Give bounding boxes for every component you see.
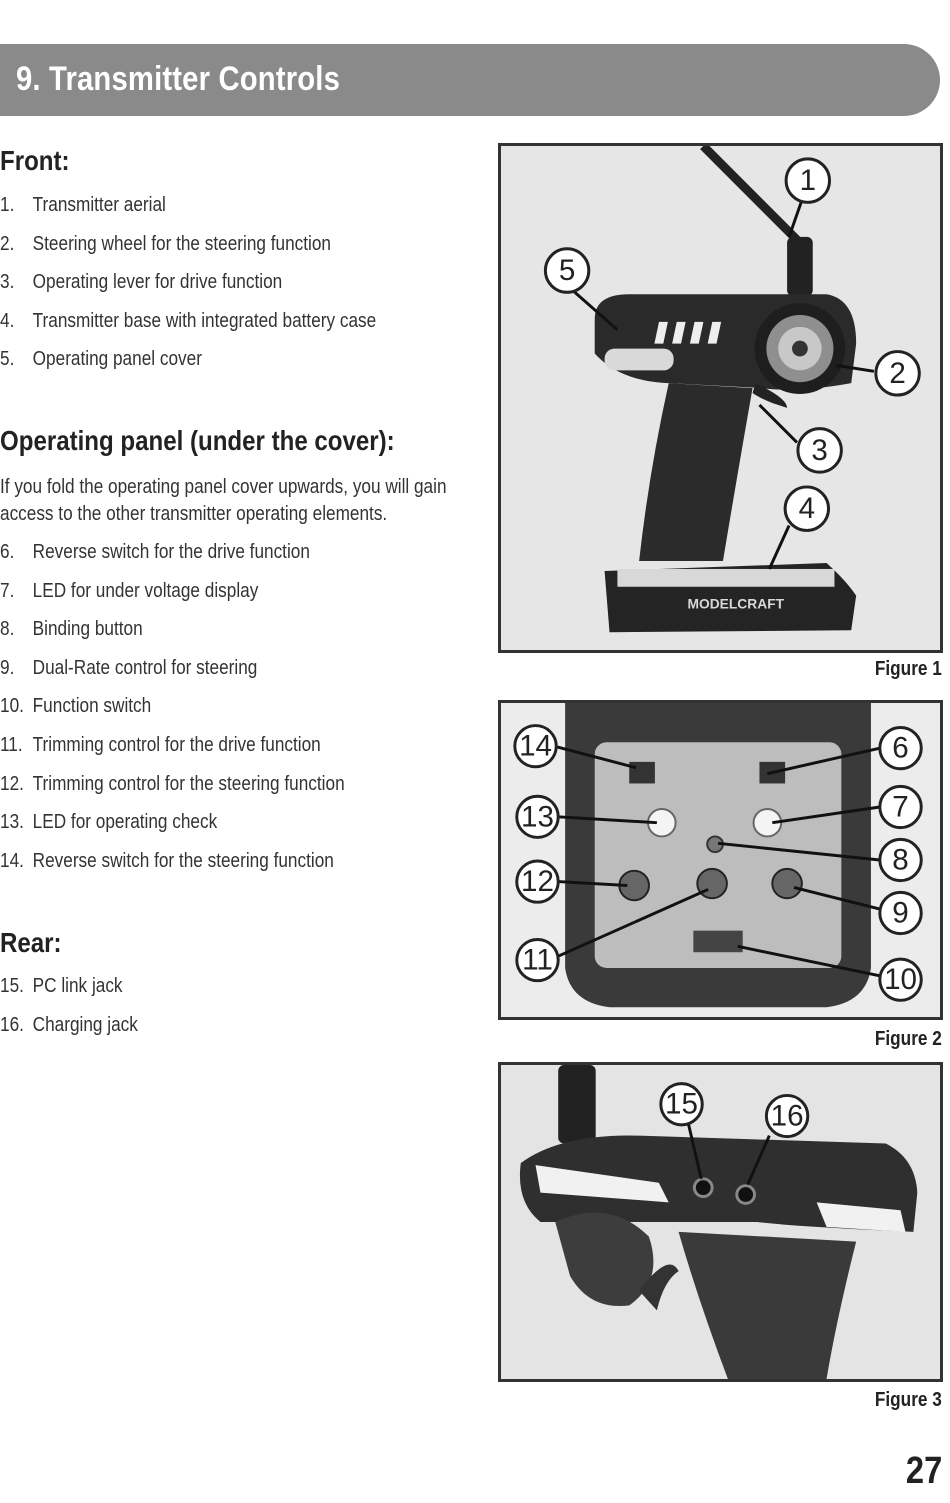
front-list: 1.Transmitter aerial 2.Steering wheel fo… [0,194,437,387]
page-number: 27 [905,1450,942,1492]
list-item: 9.Dual-Rate control for steering [0,656,258,679]
page-title: 9. Transmitter Controls [16,60,341,98]
section-header-bar [0,44,940,116]
operating-panel-list: 6.Reverse switch for the drive function … [0,541,401,888]
list-item: 6.Reverse switch for the drive function [0,541,310,563]
callout-9: 9 [878,890,923,936]
figure-3-caption: Figure 3 [875,1389,942,1411]
svg-text:3: 3 [811,434,827,467]
list-item: 5.Operating panel cover [0,348,202,371]
callout-4: 4 [783,485,831,532]
list-item: 8.Binding button [0,618,143,641]
svg-text:14: 14 [519,730,552,763]
list-item: 7.LED for under voltage display [0,579,259,602]
svg-text:5: 5 [559,254,575,287]
operating-panel-intro: If you fold the operating panel cover up… [0,476,447,525]
callout-11: 11 [515,938,560,983]
figure-2-caption: Figure 2 [875,1028,942,1050]
list-item: 14.Reverse switch for the steering funct… [0,849,334,872]
list-item: 1.Transmitter aerial [0,194,166,216]
callout-6: 6 [878,726,923,771]
svg-text:12: 12 [521,865,554,898]
svg-text:8: 8 [892,844,908,877]
callout-13: 13 [515,794,560,839]
svg-text:7: 7 [892,791,908,824]
callout-12: 12 [515,859,560,904]
operating-panel-heading: Operating panel (under the cover): [0,425,395,456]
front-heading: Front: [0,145,70,176]
transmitter-rear-illustration: 15 16 [501,1065,940,1379]
callout-3: 3 [796,427,843,474]
list-item: 2.Steering wheel for the steering functi… [0,232,331,255]
svg-text:10: 10 [884,963,917,996]
figure-2-photo: 14 6 13 7 8 12 9 11 10 [498,700,943,1020]
callout-10: 10 [878,957,923,1002]
svg-text:9: 9 [892,897,908,930]
callout-14: 14 [513,724,558,769]
figure-1-photo: MODELCRAFT 1 2 3 4 5 [498,143,943,653]
callout-1: 1 [784,157,831,204]
list-item: 4.Transmitter base with integrated batte… [0,309,377,332]
list-item: 3.Operating lever for drive function [0,271,283,294]
svg-text:1: 1 [800,164,816,197]
svg-text:2: 2 [889,357,905,390]
rear-heading: Rear: [0,927,62,958]
list-item: 15.PC link jack [0,975,123,997]
svg-text:4: 4 [799,492,815,525]
svg-text:11: 11 [522,944,553,977]
rear-list: 15.PC link jack 16.Charging jack [0,975,160,1052]
callout-7: 7 [878,784,923,830]
brand-label: MODELCRAFT [687,595,784,611]
list-item: 12.Trimming control for the steering fun… [0,772,345,795]
list-item: 11.Trimming control for the drive functi… [0,733,321,756]
operating-panel-illustration: 14 6 13 7 8 12 9 11 10 [501,703,940,1017]
callout-2: 2 [874,350,921,397]
figure-1-caption: Figure 1 [875,658,942,680]
svg-text:6: 6 [892,732,908,765]
svg-text:13: 13 [521,800,554,833]
callout-15: 15 [659,1082,704,1127]
callout-5: 5 [543,247,591,294]
svg-text:16: 16 [771,1100,804,1133]
list-item: 13.LED for operating check [0,811,218,834]
list-item: 16.Charging jack [0,1013,138,1036]
transmitter-front-illustration: MODELCRAFT 1 2 3 4 5 [501,146,940,650]
list-item: 10.Function switch [0,695,152,718]
svg-text:15: 15 [665,1088,698,1121]
figure-3-photo: 15 16 [498,1062,943,1382]
callout-16: 16 [764,1093,810,1139]
callout-8: 8 [878,837,923,883]
